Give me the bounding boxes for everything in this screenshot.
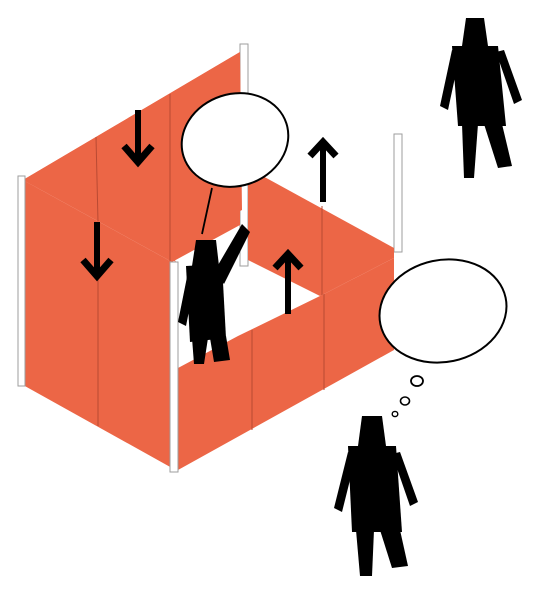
thought-bubble-icon bbox=[378, 258, 508, 418]
post-back-right bbox=[393, 133, 403, 253]
person-icon bbox=[334, 416, 418, 576]
arrow-down-icon bbox=[80, 222, 114, 282]
arrow-down-icon bbox=[121, 110, 155, 168]
panel-front-right-face bbox=[178, 258, 394, 470]
panel-back-right-face bbox=[248, 168, 394, 296]
panel-front-right bbox=[178, 258, 394, 470]
person-icon bbox=[178, 224, 250, 364]
arrow-up-icon bbox=[272, 248, 304, 314]
speech-bubble-icon bbox=[180, 92, 290, 235]
post-front-center bbox=[169, 261, 179, 473]
person-icon bbox=[440, 18, 522, 178]
panel-back-right bbox=[248, 168, 394, 296]
panel-seam bbox=[95, 136, 99, 223]
front-posts bbox=[17, 175, 179, 473]
arrow-up-icon bbox=[307, 136, 339, 202]
post-front-left bbox=[17, 175, 26, 387]
